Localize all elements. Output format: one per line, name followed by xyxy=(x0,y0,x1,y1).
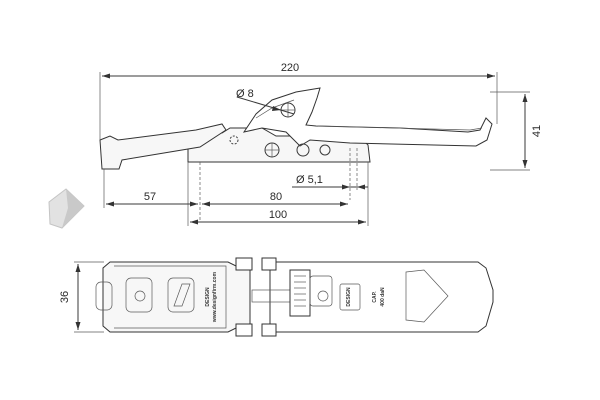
small-hole xyxy=(229,135,239,145)
lever xyxy=(242,87,493,147)
lever-top xyxy=(269,261,494,333)
dim-overall-length: 220 xyxy=(99,62,498,140)
dim-d8-label: Ø 8 xyxy=(236,88,254,100)
base-plate-top xyxy=(102,261,251,333)
side-view xyxy=(99,87,493,226)
rivet-right xyxy=(319,144,331,156)
dim-220-label: 220 xyxy=(281,62,299,74)
dim-d51-label: Ø 5,1 xyxy=(296,174,323,186)
lever-cap-value: 400 daN xyxy=(380,287,386,307)
top-view: DESIGN www.designfirm.com DESIGN CAP. 40… xyxy=(95,257,494,337)
dim-width: 36 xyxy=(59,261,104,333)
lever-cap-label: CAP. xyxy=(372,291,378,303)
chevron-left-icon[interactable] xyxy=(48,188,85,229)
dim-41-label: 41 xyxy=(531,125,543,137)
dim-hole-bottom: Ø 5,1 xyxy=(292,174,368,190)
dim-80-label: 80 xyxy=(270,191,282,203)
dim-57-label: 57 xyxy=(144,191,156,203)
dim-hole-top: Ø 8 xyxy=(236,88,295,115)
rivet-left xyxy=(296,143,310,157)
dim-height: 41 xyxy=(490,91,543,171)
base-stamp: DESIGN xyxy=(205,287,211,307)
base-site: www.designfirm.com xyxy=(212,271,218,323)
dim-100-label: 100 xyxy=(269,209,287,221)
dim-offsets: 57 80 xyxy=(106,191,348,207)
hook-arm xyxy=(99,123,227,170)
lever-stamp: DESIGN xyxy=(346,287,352,307)
dim-36-label: 36 xyxy=(59,291,71,303)
dim-base-length: 100 xyxy=(190,209,366,225)
